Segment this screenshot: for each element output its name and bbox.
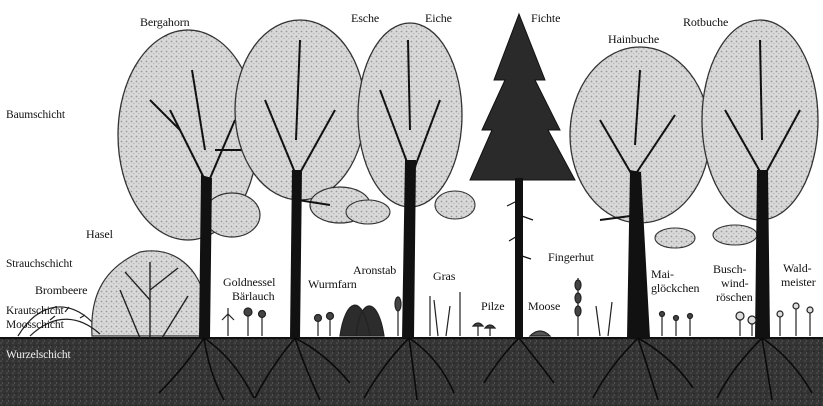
label-buschwindroeschen-1: Busch- [713, 263, 746, 276]
label-brombeere: Brombeere [35, 284, 87, 297]
label-hasel: Hasel [86, 228, 113, 241]
label-buschwindroeschen-2: wind- [721, 277, 749, 290]
label-rotbuche: Rotbuche [683, 16, 728, 29]
label-buschwindroeschen-3: röschen [716, 291, 753, 304]
hasel-shrub [92, 251, 206, 338]
label-baerlauch: Bärlauch [232, 290, 275, 303]
label-moose: Moose [528, 300, 560, 313]
label-moosschicht: Moosschicht [6, 319, 64, 332]
label-pilze: Pilze [481, 300, 505, 313]
label-eiche: Eiche [425, 12, 452, 25]
soil-layer [0, 338, 823, 406]
label-esche: Esche [351, 12, 379, 25]
label-wurzelschicht: Wurzelschicht [6, 349, 71, 362]
label-goldnessel: Goldnessel [223, 276, 275, 289]
fichte-tree [470, 14, 575, 338]
label-baumschicht: Baumschicht [6, 109, 65, 122]
label-fingerhut: Fingerhut [548, 251, 594, 264]
label-bergahorn: Bergahorn [140, 16, 190, 29]
label-maigloeckchen-2: glöckchen [651, 282, 699, 295]
label-krautschicht: Krautschicht [6, 305, 64, 318]
label-maigloeckchen-1: Mai- [651, 268, 674, 281]
label-strauchschicht: Strauchschicht [6, 258, 72, 271]
label-gras: Gras [433, 270, 455, 283]
label-hainbuche: Hainbuche [608, 33, 659, 46]
label-fichte: Fichte [531, 12, 560, 25]
label-aronstab: Aronstab [353, 264, 396, 277]
label-wurmfarn: Wurmfarn [308, 278, 357, 291]
label-waldmeister-1: Wald- [783, 262, 812, 275]
eiche-tree [346, 23, 475, 338]
label-waldmeister-2: meister [781, 276, 816, 289]
